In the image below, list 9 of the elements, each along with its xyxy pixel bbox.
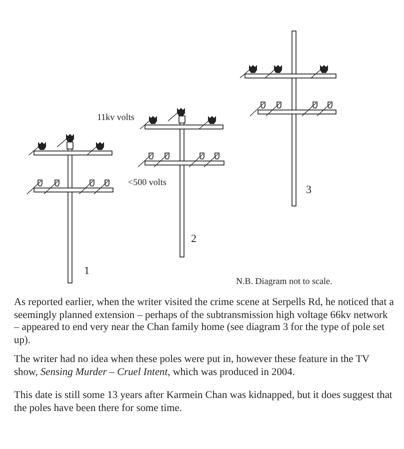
paragraph: The writer had no idea when these poles were put in, however these feature in the TV show, Sensing Murder – Cruel Intent, which was produced in 2004. bbox=[14, 354, 370, 379]
paragraph: This date is still some 13 years after Karmein Chan was kidnapped, but it does suggest that the poles have been there for some time. bbox=[14, 390, 394, 415]
paragraph: As reported earlier, when the writer visited the crime scene at Serpells Rd, he noticed that a seemingly planned extension – perhaps of the subtransmission high voltage 66kv network – appeared to end very near the Chan family home (see diagram 3 for the type of pole set up). bbox=[14, 297, 394, 347]
note-text: N.B. Diagram not to scale. bbox=[236, 275, 332, 288]
pole-number: 1 bbox=[84, 264, 90, 279]
pole-number: 2 bbox=[191, 232, 196, 247]
voltage-label: 11kv volts bbox=[97, 111, 134, 124]
voltage-label: <500 volts bbox=[128, 176, 166, 189]
pole-number: 3 bbox=[306, 183, 312, 198]
